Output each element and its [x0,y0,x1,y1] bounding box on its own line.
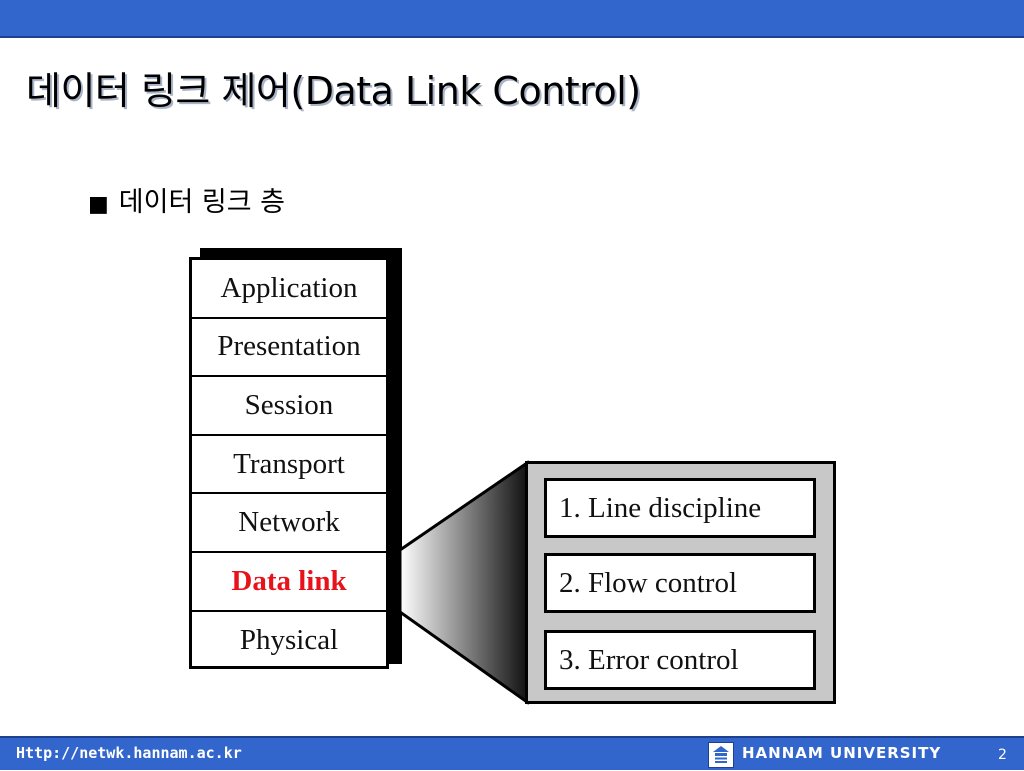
page-number: 2 [998,747,1007,763]
layer-presentation: Presentation [192,319,386,378]
layer-physical: Physical [239,624,339,657]
footer-url-link[interactable]: Http://netwk.hannam.ac.kr [16,744,242,762]
layer-session: Session [192,377,386,436]
top-bar [0,0,1024,38]
function-error-control: 3. Error control [544,630,816,690]
bullet-item: ■ 데이터 링크 층 [88,180,285,219]
footer-bar: Http://netwk.hannam.ac.kr HANNAM UNIVERS… [0,736,1024,770]
zoom-funnel-connector [398,460,529,705]
layer-application: Application [192,260,386,319]
function-line-discipline: 1. Line discipline [544,478,816,538]
layer-data-link: Data link [192,553,386,612]
function-flow-control: 2. Flow control [544,553,816,613]
university-name: HANNAM UNIVERSITY [742,744,942,762]
layer-network: Network [192,494,386,553]
bullet-text: 데이터 링크 층 [118,187,286,218]
university-logo-icon [708,742,734,768]
slide-title: 데이터 링크 제어(Data Link Control) [26,69,641,113]
layer-transport: Transport [192,436,386,495]
data-link-functions-panel: 1. Line discipline 2. Flow control 3. Er… [525,461,836,704]
osi-layer-stack: Application Presentation Session Transpo… [189,257,389,669]
bullet-square-icon: ■ [88,192,109,217]
